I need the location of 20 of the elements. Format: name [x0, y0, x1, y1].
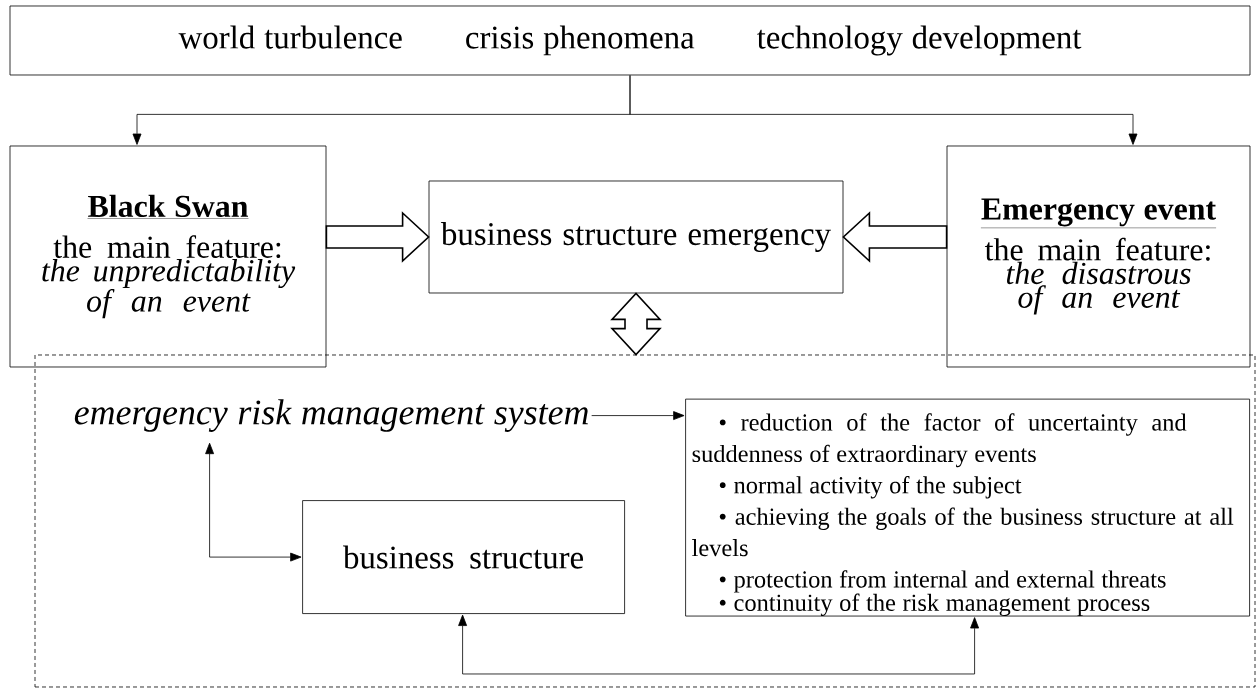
- bullet-list-box: [685, 398, 1250, 617]
- arrow: [458, 614, 979, 675]
- list-item: • achieving the goals of the business structure at all levels: [692, 507, 1234, 557]
- list-item: • reduction of the factor of uncertainty and suddenness of extraordinary events: [692, 413, 1187, 468]
- arrow: [629, 75, 1138, 145]
- arrow: [591, 411, 685, 420]
- list-item: • continuity of the risk management process: [719, 593, 1150, 617]
- system-label: emergency risk management system: [74, 399, 588, 432]
- dashed-frame: [34, 354, 1256, 688]
- block-arrow: [610, 292, 662, 356]
- list-item: • normal activity of the subject: [719, 476, 1022, 499]
- feature-box: Black Swan the main feature: the unpredictability of an event: [9, 145, 327, 368]
- factor-box: world turbulence crisis phenomena technology development: [9, 5, 1251, 76]
- feature-box: Emergency event the main feature: the disastrous of an event: [946, 145, 1251, 368]
- arrow: [205, 442, 302, 562]
- process-box: business structure emergency: [428, 180, 844, 294]
- block-arrow: [842, 211, 948, 263]
- block-arrow: [325, 211, 430, 263]
- list-item: • protection from internal and external threats: [719, 570, 1166, 593]
- process-box: business structure: [302, 500, 625, 614]
